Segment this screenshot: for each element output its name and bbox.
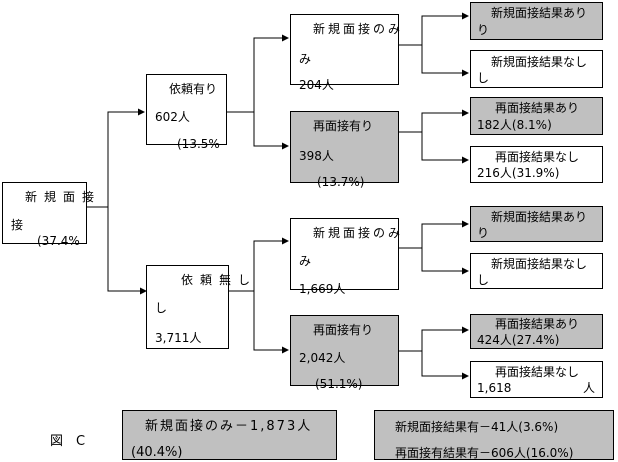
leaf-nreq-new-result-no-cont: し bbox=[477, 273, 490, 287]
req-new-only-node: 新規面接のみ み 204人 bbox=[290, 14, 400, 92]
nreq-new-only-title-cont: み bbox=[299, 254, 312, 268]
nreq-new-only-title: 新規面接のみ bbox=[313, 226, 404, 240]
leaf-req-new-result-no-title: 新規面接結果なし bbox=[491, 55, 588, 69]
nreq-new-only-count: 1,669人 bbox=[299, 282, 346, 296]
nreq-re-interview-title: 再面接有り bbox=[313, 323, 374, 337]
req-new-only-title: 新規面接のみ bbox=[313, 22, 404, 36]
req-re-interview-node: 再面接有り 398人 (13.7%) bbox=[290, 111, 399, 189]
figure-label: 図 C bbox=[50, 434, 86, 449]
requested-title: 依頼有り bbox=[169, 82, 218, 96]
summary-left-line1: 新規面接のみ－1,873人 bbox=[145, 419, 313, 434]
nreq-re-interview-pct: (51.1%) bbox=[315, 377, 363, 391]
req-new-only-count: 204人 bbox=[299, 78, 334, 92]
leaf-nreq-new-result-no: 新規面接結果なし し bbox=[470, 253, 603, 289]
leaf-req-re-result-no: 再面接結果なし 216人(31.9%) bbox=[470, 146, 603, 183]
summary-box-left: 新規面接のみ－1,873人 (40.4%) bbox=[122, 410, 337, 460]
leaf-nreq-new-result-yes-title: 新規面接結果あり bbox=[491, 210, 588, 224]
req-re-interview-pct: (13.7%) bbox=[317, 175, 365, 189]
leaf-req-re-result-no-title: 再面接結果なし bbox=[495, 150, 580, 164]
leaf-nreq-new-result-no-title: 新規面接結果なし bbox=[491, 257, 588, 271]
not-requested-title-cont: し bbox=[155, 301, 168, 315]
not-requested-title: 依頼無し bbox=[181, 273, 258, 287]
leaf-req-new-result-yes-title: 新規面接結果あり bbox=[491, 6, 588, 20]
leaf-nreq-re-result-yes-value: 424人(27.4%) bbox=[477, 333, 560, 347]
root-title: 新規面接 bbox=[25, 190, 102, 204]
nreq-re-interview-count: 2,042人 bbox=[299, 351, 346, 365]
leaf-req-re-result-yes-value: 182人(8.1%) bbox=[477, 118, 552, 132]
nreq-new-only-node: 新規面接のみ み 1,669人 bbox=[290, 218, 400, 296]
root-title-cont: 接 bbox=[11, 218, 24, 232]
nreq-re-interview-node: 再面接有り 2,042人 (51.1%) bbox=[290, 315, 399, 391]
req-re-interview-title: 再面接有り bbox=[313, 119, 374, 133]
not-requested-count: 3,711人 bbox=[155, 331, 202, 345]
summary-box-right: 新規面接結果有－41人(3.6%) 再面接有結果有－606人(16.0%) bbox=[374, 410, 614, 460]
root-pct: (37.4% bbox=[37, 234, 80, 248]
leaf-nreq-new-result-yes: 新規面接結果あり り bbox=[470, 206, 603, 242]
leaf-req-re-result-yes: 再面接結果あり 182人(8.1%) bbox=[470, 97, 603, 135]
req-re-interview-count: 398人 bbox=[299, 149, 334, 163]
leaf-req-new-result-yes: 新規面接結果あり り bbox=[470, 2, 603, 40]
requested-pct: (13.5% bbox=[177, 137, 220, 151]
requested-node: 依頼有り 602人 (13.5% bbox=[146, 74, 227, 151]
root-node: 新規面接 接 (37.4% bbox=[2, 182, 94, 248]
leaf-nreq-re-result-yes: 再面接結果あり 424人(27.4%) bbox=[470, 314, 603, 349]
leaf-req-new-result-no-cont: し bbox=[477, 71, 490, 85]
leaf-req-new-result-no: 新規面接結果なし し bbox=[470, 50, 603, 88]
leaf-nreq-re-result-no-unit: 人 bbox=[583, 381, 596, 395]
summary-left-line2: (40.4%) bbox=[131, 445, 183, 460]
leaf-nreq-re-result-no-title: 再面接結果なし bbox=[495, 365, 580, 379]
summary-right-line2: 再面接有結果有－606人(16.0%) bbox=[395, 446, 574, 460]
leaf-req-re-result-yes-title: 再面接結果あり bbox=[495, 101, 580, 115]
leaf-nreq-re-result-no-count: 1,618 bbox=[477, 381, 512, 395]
leaf-nreq-re-result-no: 再面接結果なし 1,618 人 bbox=[470, 361, 603, 398]
leaf-req-re-result-no-value: 216人(31.9%) bbox=[477, 166, 560, 180]
req-new-only-title-cont: み bbox=[299, 52, 312, 66]
leaf-req-new-result-yes-cont: り bbox=[477, 23, 490, 37]
not-requested-node: 依頼無し し 3,711人 bbox=[146, 265, 250, 349]
leaf-nreq-new-result-yes-cont: り bbox=[477, 226, 490, 240]
leaf-nreq-re-result-yes-title: 再面接結果あり bbox=[495, 317, 580, 331]
requested-count: 602人 bbox=[155, 110, 190, 124]
summary-right-line1: 新規面接結果有－41人(3.6%) bbox=[395, 420, 559, 434]
